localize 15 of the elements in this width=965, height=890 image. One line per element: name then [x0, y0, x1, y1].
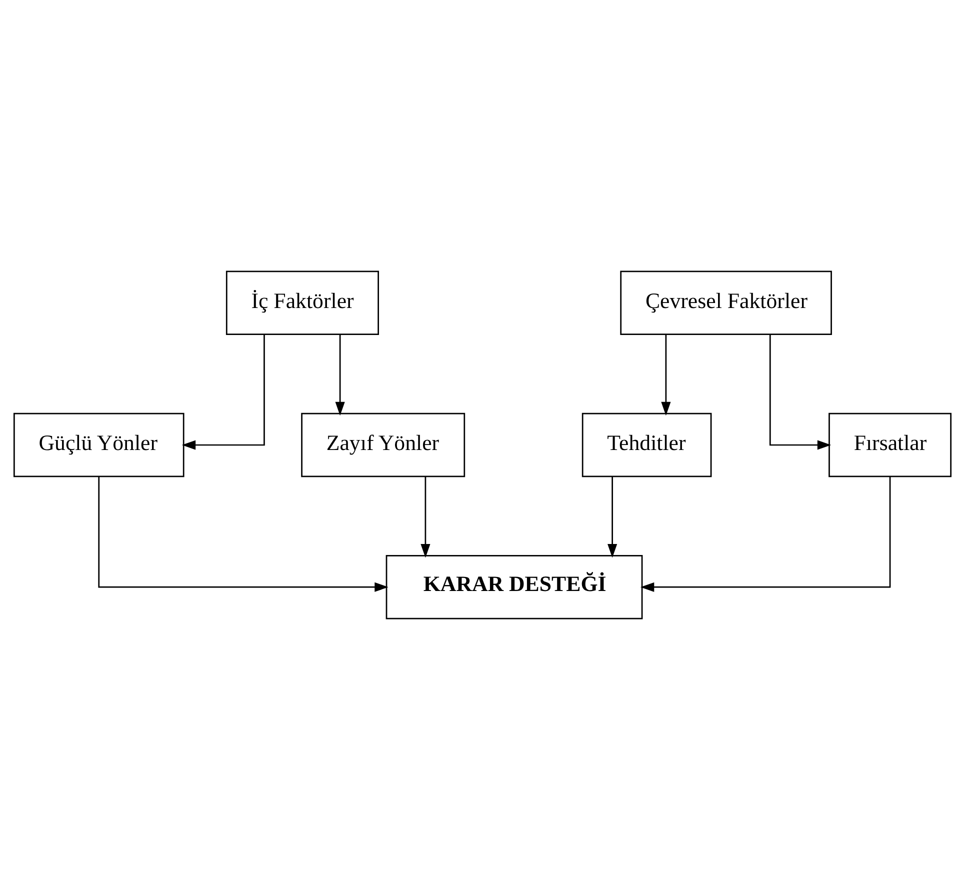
- node-box: Tehditler: [582, 412, 712, 478]
- node-box: İç Faktörler: [226, 270, 379, 335]
- arrow: [182, 334, 265, 450]
- arrow: [98, 476, 388, 592]
- arrow: [661, 334, 671, 416]
- arrow: [769, 334, 832, 450]
- node-box: Güçlü Yönler: [13, 412, 184, 478]
- arrow: [608, 476, 618, 558]
- arrow: [420, 476, 430, 558]
- arrow: [335, 334, 345, 416]
- arrow: [640, 476, 891, 592]
- node-box: Fırsatlar: [828, 412, 952, 478]
- node-box: Zayıf Yönler: [301, 412, 466, 478]
- node-box: KARAR DESTEĞİ: [386, 555, 643, 620]
- node-box: Çevresel Faktörler: [620, 270, 832, 335]
